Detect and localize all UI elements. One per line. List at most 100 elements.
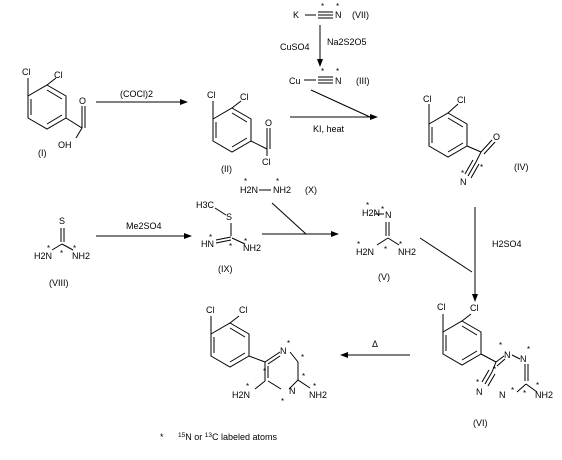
compound-id-label: (VII) (352, 10, 369, 20)
amine-label: H2N (34, 251, 52, 261)
reagent-sulfuric-acid: H2SO4 (492, 239, 522, 249)
compound-VI: Cl Cl N N N N NH2 * * * * * * * (VI) (437, 302, 553, 428)
reagent-sodium-metabisulfite: Na2S2O5 (327, 37, 367, 47)
reagent-dimethyl-sulfate: Me2SO4 (126, 221, 162, 231)
nitrogen-label: N (385, 210, 392, 220)
isotope-mark: * (381, 205, 384, 214)
sulfur-label: S (226, 212, 232, 222)
isotope-mark: * (336, 2, 339, 11)
nitrogen-label: N (460, 177, 467, 187)
chlorine-label: Cl (54, 70, 63, 80)
reaction-arrow: (COCl)2 (96, 89, 188, 105)
isotope-mark: * (244, 177, 247, 186)
amine-label: NH2 (243, 243, 261, 253)
isotope-mark: * (511, 386, 514, 395)
chlorine-label: Cl (262, 157, 271, 167)
nitrogen-label: N (280, 346, 287, 356)
nitrogen-label: N (520, 354, 527, 364)
compound-I: Cl Cl O OH (I) (22, 67, 86, 158)
isotope-mark: * (523, 389, 526, 398)
reagent-oxalyl-chloride: (COCl)2 (120, 89, 153, 99)
isotope-mark: * (527, 345, 530, 354)
amine-label: NH2 (72, 251, 90, 261)
oxygen-label: O (265, 118, 272, 128)
amine-label: H2N (362, 208, 380, 218)
amine-label: NH2 (273, 185, 291, 195)
reaction-arrow (262, 202, 339, 237)
isotope-mark: * (47, 244, 50, 253)
isotope-mark: * (476, 378, 479, 387)
compound-VII: K N * * (VII) (293, 2, 369, 20)
chlorine-label: Cl (239, 305, 248, 315)
amine-label: H2N (356, 247, 374, 257)
isotope-mark: * (321, 2, 324, 11)
nitrogen-label: N (499, 390, 506, 400)
chlorine-label: Cl (22, 67, 31, 77)
isotope-mark: * (499, 341, 502, 350)
compound-III: Cu N * * (III) (289, 67, 370, 86)
hydroxyl-label: OH (58, 140, 72, 150)
compound-id-label: (I) (38, 148, 47, 158)
amine-label: H2N (240, 185, 258, 195)
reagent-copper-sulfate: CuSO4 (280, 42, 310, 52)
copper-label: Cu (289, 76, 301, 86)
isotope-mark: * (493, 365, 496, 374)
chlorine-label: Cl (470, 303, 479, 313)
compound-product: Cl Cl N N N H2N NH2 * * * * * * * (206, 305, 327, 406)
chlorine-label: Cl (240, 92, 249, 102)
footnote-text: 15N or 13C labeled atoms (178, 432, 278, 442)
compound-id-label: (VIII) (49, 278, 69, 288)
chlorine-label: Cl (207, 90, 216, 100)
isotope-mark: * (384, 245, 387, 254)
isotope-mark: * (366, 201, 369, 210)
isotope-mark: * (321, 67, 324, 76)
compound-id-label: (X) (305, 185, 317, 195)
imine-label: HN (201, 239, 214, 249)
isotope-mark: * (313, 382, 316, 391)
nitrogen-label: N (335, 76, 342, 86)
amine-label: NH2 (309, 390, 327, 400)
isotope-mark: * (287, 339, 290, 348)
amine-label: NH2 (398, 247, 416, 257)
reaction-arrow: H2SO4 (419, 207, 522, 302)
isotope-mark: * (480, 163, 483, 172)
sulfur-label: S (59, 216, 65, 226)
oxygen-label: O (79, 96, 86, 106)
isotope-mark: * (276, 177, 279, 186)
chlorine-label: Cl (437, 302, 446, 312)
isotope-mark: * (301, 353, 304, 362)
isotope-mark: * (244, 237, 247, 246)
amine-label: NH2 (535, 390, 553, 400)
isotope-mark: * (263, 367, 266, 376)
compound-VIII: S H2N NH2 * * * (VIII) (34, 216, 90, 288)
nitrogen-label: N (504, 350, 511, 360)
isotope-mark: * (357, 240, 360, 249)
isotope-mark: * (246, 382, 249, 391)
reaction-arrow: Me2SO4 (96, 221, 192, 239)
compound-X: H2N NH2 * * (X) (240, 177, 317, 195)
chlorine-label: Cl (423, 94, 432, 104)
reaction-arrow: CuSO4 Na2S2O5 (280, 25, 367, 67)
nitrogen-label: N (335, 10, 342, 20)
compound-V: H2N N H2N NH2 * * * * * (V) (356, 201, 416, 282)
isotope-mark: * (73, 244, 76, 253)
compound-id-label: (IX) (218, 264, 233, 274)
reagent-heat-delta: Δ (372, 339, 378, 349)
reaction-arrow: KI, heat (290, 89, 378, 134)
nitrogen-label: N (289, 386, 296, 396)
isotope-mark: * (461, 169, 464, 178)
isotope-mark: * (336, 67, 339, 76)
compound-id-label: (III) (356, 76, 370, 86)
chlorine-label: Cl (457, 95, 466, 105)
chlorine-label: Cl (206, 305, 215, 315)
isotope-mark: * (302, 372, 305, 381)
reaction-arrow: Δ (340, 339, 410, 358)
isotope-mark: * (399, 240, 402, 249)
nitrogen-label: N (476, 387, 483, 397)
amine-label: H2N (232, 390, 250, 400)
footnote: * 15N or 13C labeled atoms (160, 432, 278, 442)
footnote-mark: * (160, 432, 164, 442)
compound-IX: H3C S HN NH2 * * * (IX) (196, 200, 261, 274)
isotope-mark: * (60, 249, 63, 258)
isotope-mark: * (229, 242, 232, 251)
